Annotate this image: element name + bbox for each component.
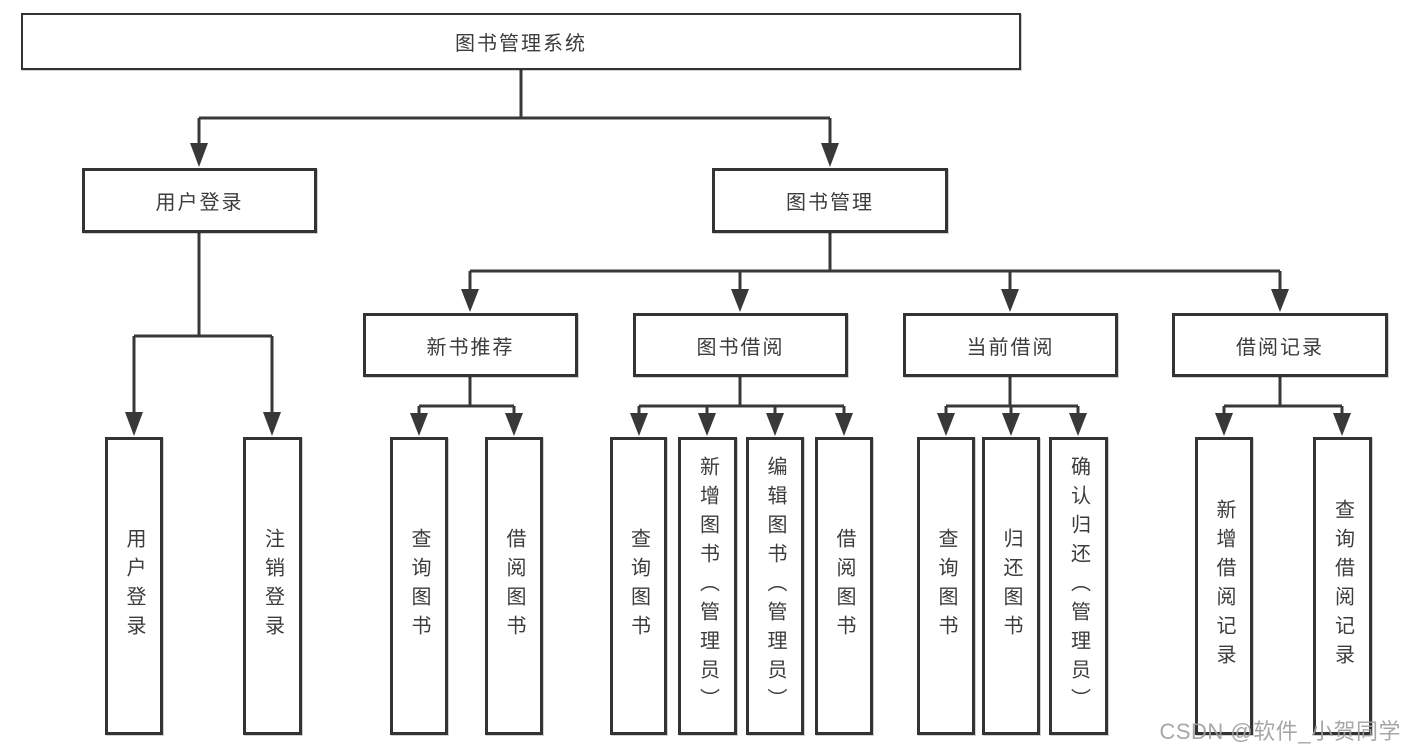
node-label: 图书借阅	[696, 336, 785, 359]
node-label: 新增图书（管理员）	[696, 455, 719, 717]
node-label: 归还图书	[1000, 528, 1022, 644]
node-label: 确认归还（管理员）	[1067, 455, 1090, 717]
node-label: 当前借阅	[966, 336, 1055, 359]
node-label: 借阅图书	[833, 528, 855, 644]
node-label: 编辑图书（管理员）	[764, 455, 786, 717]
leaf-user-login: 用户登录	[105, 437, 163, 735]
node-label: 图书管理系统	[455, 33, 587, 55]
node-label: 借阅图书	[503, 528, 525, 644]
node-label: 用户登录	[123, 528, 145, 644]
node-label: 查询图书	[935, 528, 957, 644]
node-current-borrowing: 当前借阅	[903, 313, 1118, 377]
arrowheads	[125, 143, 1351, 436]
node-new-book-recommendation: 新书推荐	[363, 313, 578, 377]
node-label: 用户登录	[155, 192, 244, 214]
node-label: 图书管理	[786, 192, 874, 214]
csdn-watermark: CSDN @软件_小贺同学	[1159, 719, 1401, 744]
leaf-query-books-1: 查询图书	[390, 437, 448, 735]
node-book-management-branch: 图书管理	[712, 168, 948, 233]
node-label: 查询图书	[408, 528, 430, 644]
leaf-confirm-return-admin: 确认归还（管理员）	[1049, 437, 1108, 735]
leaf-logout: 注销登录	[243, 437, 302, 735]
node-label: 借阅记录	[1236, 336, 1324, 359]
leaf-add-borrow-record: 新增借阅记录	[1195, 437, 1253, 735]
leaf-query-books-3: 查询图书	[917, 437, 975, 735]
node-label: 新书推荐	[426, 336, 515, 359]
node-user-login-branch: 用户登录	[82, 168, 317, 233]
leaf-borrow-books-1: 借阅图书	[485, 437, 543, 735]
leaf-query-books-2: 查询图书	[610, 437, 667, 735]
leaf-borrow-books-2: 借阅图书	[815, 437, 873, 735]
node-label: 查询借阅记录	[1331, 499, 1354, 673]
node-label: 注销登录	[261, 528, 284, 644]
node-label: 查询图书	[627, 528, 650, 644]
node-book-borrowing: 图书借阅	[633, 313, 848, 377]
leaf-return-books: 归还图书	[982, 437, 1040, 735]
leaf-query-borrow-record: 查询借阅记录	[1313, 437, 1372, 735]
node-label: 新增借阅记录	[1213, 499, 1235, 673]
node-library-management-system: 图书管理系统	[21, 13, 1021, 70]
node-borrowing-records: 借阅记录	[1172, 313, 1388, 377]
tree-edges	[132, 69, 1344, 414]
leaf-edit-books-admin: 编辑图书（管理员）	[746, 437, 804, 735]
leaf-add-books-admin: 新增图书（管理员）	[678, 437, 737, 735]
